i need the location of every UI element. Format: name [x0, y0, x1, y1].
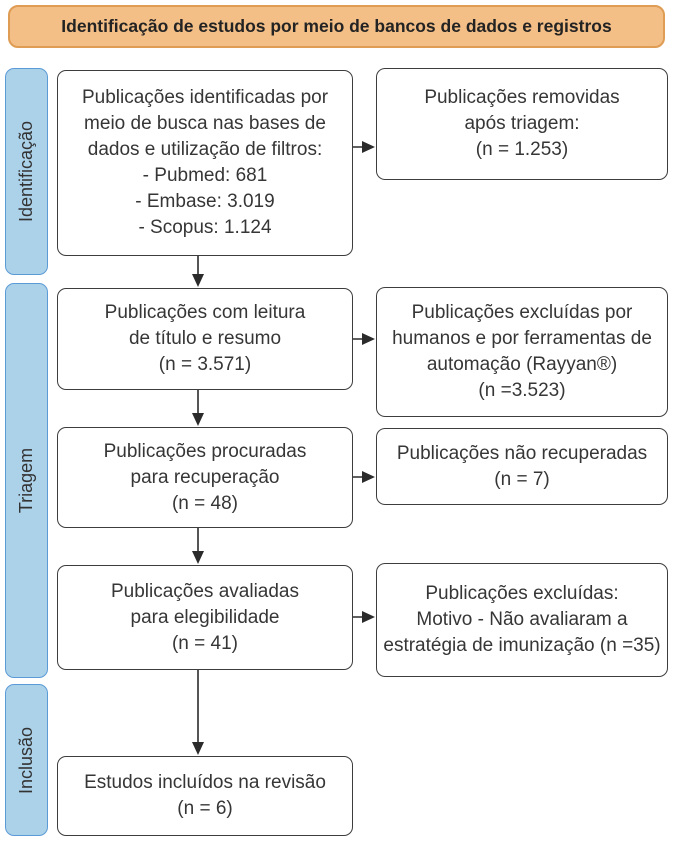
flow-box-excluded-by-screening: Publicações excluídas por humanos e por … [376, 287, 668, 417]
box-text-line: para recuperação [130, 466, 280, 488]
box-text-line: (n = 48) [171, 492, 238, 514]
box-text-line: Publicações com leitura [104, 302, 306, 323]
stage-label-identification: Identificação [5, 68, 48, 275]
stage-label-inclusion-text: Inclusão [16, 726, 37, 794]
flow-box-sought-for-retrieval: Publicações procuradas para recuperação … [57, 427, 353, 528]
box-text-line: para elegibilidade [130, 606, 280, 628]
header-banner: Identificação de estudos por meio de ban… [8, 5, 665, 48]
box-text-line: Publicações procuradas [103, 440, 307, 462]
box-text-line: de título e resumo [128, 328, 282, 349]
box-text-line: - Embase: 3.019 [135, 191, 275, 212]
flow-box-title-abstract-screened: Publicações com leitura de título e resu… [57, 288, 353, 390]
box-text-line: após triagem: [464, 113, 580, 134]
box-text-line: estratégia de imunização (n =35) [383, 635, 661, 656]
box-text-line: (n = 41) [171, 632, 238, 654]
flow-box-assessed-for-eligibility: Publicações avaliadas para elegibilidade… [57, 565, 353, 670]
flow-box-identified: Publicações identificadas por meio de bu… [57, 70, 353, 256]
box-text-line: meio de busca nas bases de [84, 113, 326, 134]
stage-label-screening-text: Triagem [16, 447, 37, 514]
box-text-line: Publicações excluídas: [425, 583, 619, 604]
stage-label-identification-text: Identificação [16, 120, 37, 223]
box-text-line: (n = 1.253) [475, 139, 569, 160]
box-text-line: Motivo - Não avaliaram a [416, 609, 628, 630]
box-text-line: (n = 7) [494, 468, 550, 490]
page-title: Identificação de estudos por meio de ban… [61, 16, 612, 36]
box-text-line: automação (Rayyan®) [426, 354, 618, 375]
flow-box-not-retrieved: Publicações não recuperadas (n = 7) [376, 428, 668, 505]
stage-label-inclusion: Inclusão [5, 684, 48, 836]
flow-box-removed-after-screening: Publicações removidas após triagem: (n =… [376, 68, 668, 180]
box-text-line: Publicações excluídas por [411, 302, 633, 323]
box-text-line: - Scopus: 1.124 [138, 217, 272, 238]
box-text-line: Publicações removidas [424, 87, 620, 108]
flow-box-excluded-by-eligibility: Publicações excluídas: Motivo - Não aval… [376, 563, 668, 677]
box-text-line: - Pubmed: 681 [142, 165, 268, 186]
box-text-line: Publicações identificadas por [81, 87, 329, 108]
stage-label-screening: Triagem [5, 283, 48, 678]
box-text-line: Publicações avaliadas [110, 580, 299, 602]
box-text-line: (n =3.523) [478, 380, 566, 401]
box-text-line: dados e utilização de filtros: [87, 139, 323, 160]
box-text-line: (n = 3.571) [158, 354, 252, 375]
box-text-line: humanos e por ferramentas de [392, 328, 652, 349]
box-text-line: (n = 6) [177, 798, 233, 819]
box-text-line: Estudos incluídos na revisão [84, 772, 326, 793]
flow-box-included-studies: Estudos incluídos na revisão (n = 6) [57, 756, 353, 836]
box-text-line: Publicações não recuperadas [396, 442, 648, 464]
